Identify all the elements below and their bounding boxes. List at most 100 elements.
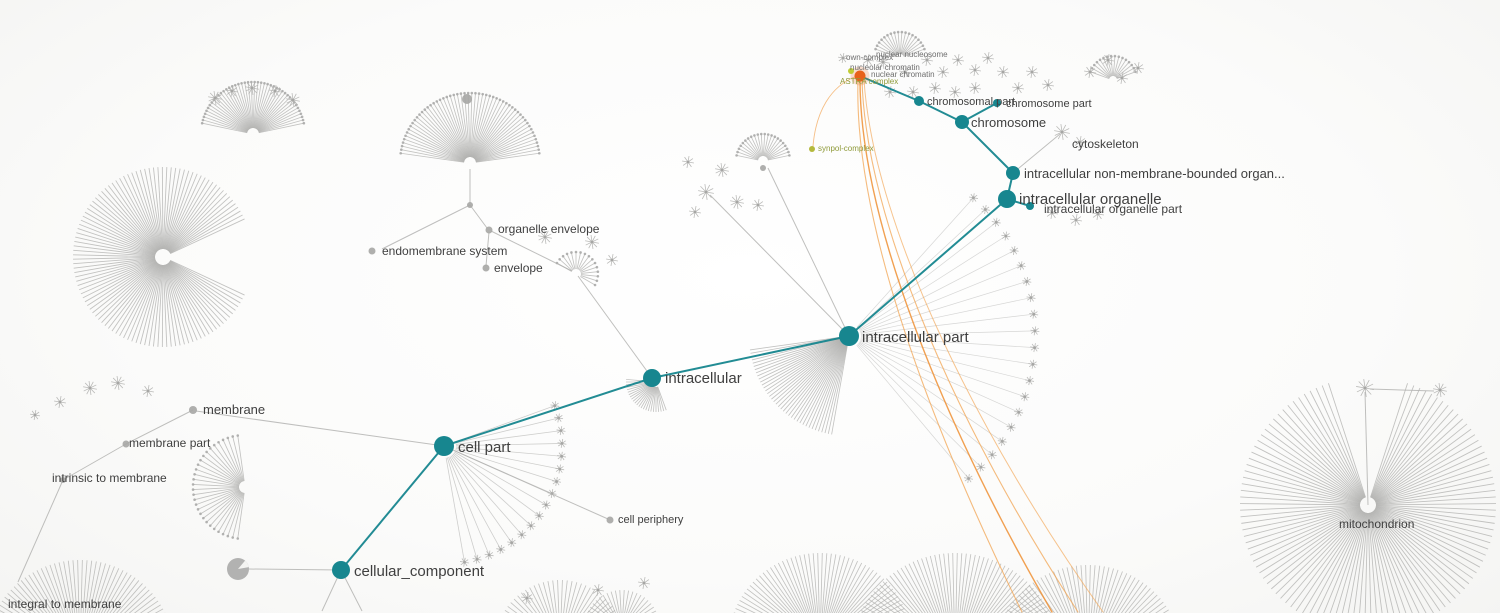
collapsed-node-star (534, 511, 544, 521)
go-term-node-non_membrane_bounded_organelle[interactable] (1006, 166, 1020, 180)
collapsed-node-star (472, 554, 482, 564)
collapsed-node-star (459, 557, 469, 567)
go-term-label[interactable]: intrinsic to membrane (52, 471, 167, 485)
go-term-label[interactable]: integral to membrane (8, 597, 122, 611)
collapsed-node-star (1074, 136, 1086, 148)
collapsed-node-star (1116, 72, 1128, 84)
go-term-label[interactable]: cytoskeleton (1072, 137, 1139, 151)
go-term-label[interactable]: own-complex (846, 53, 893, 62)
gray-edge (17, 479, 64, 583)
highlight-edge-orange (859, 79, 1053, 613)
collapsed-node-star (550, 401, 560, 411)
collapsed-node-star (1022, 276, 1032, 286)
collapsed-node-star (484, 550, 494, 560)
collapsed-node-star (899, 66, 911, 78)
gray-node (368, 247, 376, 255)
go-term-label[interactable]: intracellular non-membrane-bounded organ… (1024, 166, 1285, 181)
path-edge (918, 100, 963, 123)
accent-node[interactable] (809, 146, 815, 152)
subtree-fan (399, 91, 541, 163)
collapsed-node-star (715, 163, 729, 177)
collapsed-node-star (921, 54, 933, 66)
go-term-label[interactable]: cell periphery (618, 514, 684, 526)
collapsed-node-star (517, 530, 527, 540)
gray-node (606, 516, 614, 524)
go-term-label[interactable]: nuclear nucleosome (876, 50, 948, 59)
collapsed-node-star (682, 156, 694, 168)
subtree-fan (504, 580, 616, 613)
collapsed-node-star (752, 199, 764, 211)
collapsed-node-star (991, 217, 1001, 227)
go-term-label[interactable]: cell part (458, 439, 511, 456)
gray-edge (1369, 388, 1435, 392)
collapsed-node-star (987, 450, 997, 460)
collapsed-node-star (1029, 309, 1039, 319)
go-term-label[interactable]: nucleolar chromatin (850, 63, 920, 72)
collapsed-node-star (1009, 245, 1019, 255)
collapsed-node-star (245, 81, 259, 95)
collapsed-node-star (1028, 359, 1038, 369)
go-term-label[interactable]: endomembrane system (382, 244, 507, 258)
gray-node (60, 477, 66, 483)
go-term-label[interactable]: organelle envelope (498, 222, 600, 236)
collapsed-node-star (538, 230, 552, 244)
go-term-label[interactable]: intracellular organelle part (1044, 202, 1183, 216)
collapsed-node-star (698, 184, 714, 200)
collapsed-node-star (929, 82, 941, 94)
collapsed-node-star (730, 195, 744, 209)
collapsed-node-star (997, 66, 1009, 78)
subtree-fan (1089, 54, 1137, 80)
go-term-node-cell_part[interactable] (434, 436, 454, 456)
go-term-label[interactable]: membrane part (129, 436, 211, 450)
go-term-node-intracellular[interactable] (643, 369, 661, 387)
highlight-edge-orange (857, 79, 1023, 613)
go-term-node-chromosomal_part[interactable] (914, 96, 924, 106)
collapsed-node-star (1026, 293, 1036, 303)
go-term-node-intracellular_organelle[interactable] (998, 190, 1016, 208)
collapsed-node-star (1026, 66, 1038, 78)
gray-edge (195, 410, 445, 447)
gray-edge (125, 409, 194, 445)
subtree-fan (856, 193, 1040, 483)
collapsed-node-star (142, 385, 154, 397)
path-edge (859, 75, 920, 102)
gray-edge (709, 194, 850, 337)
go-term-node-intracellular_part[interactable] (839, 326, 859, 346)
go-term-label[interactable]: chromosome part (1006, 98, 1092, 110)
collapsed-node-star (286, 93, 300, 107)
collapsed-node-star (1102, 54, 1114, 66)
go-term-node-chromosome_part[interactable] (993, 99, 1001, 107)
collapsed-node-star (949, 86, 961, 98)
collapsed-node-star (838, 53, 848, 63)
collapsed-node-star (555, 464, 565, 474)
go-term-node-cellular_component[interactable] (332, 561, 350, 579)
go-term-node-intracellular_organelle_part[interactable] (1026, 202, 1034, 210)
go-term-label[interactable]: envelope (494, 261, 543, 275)
collapsed-node-star (557, 438, 567, 448)
go-term-label[interactable]: mitochondrion (1339, 517, 1414, 531)
go-term-label[interactable]: chromosome (971, 115, 1046, 130)
collapsed-node-star (1433, 383, 1447, 397)
node-layer (332, 66, 1034, 579)
go-term-node-chromosome[interactable] (955, 115, 969, 129)
subtree-fan (587, 590, 657, 613)
collapsed-node-star (521, 592, 533, 604)
go-term-label[interactable]: cellular_component (354, 563, 485, 580)
go-term-label[interactable]: nuclear chromatin (871, 70, 935, 79)
go-term-label[interactable]: synpol-complex (818, 144, 874, 153)
go-term-node-chromatin_hub[interactable] (854, 70, 866, 82)
go-term-label[interactable]: membrane (203, 402, 265, 417)
collapsed-node-star (952, 54, 964, 66)
highlight-edge-orange (861, 79, 1079, 613)
orange-edge-layer (812, 75, 1104, 613)
go-term-label[interactable]: intracellular part (862, 329, 970, 346)
go-term-label[interactable]: ASTRA complex (840, 77, 898, 86)
go-term-label[interactable]: chromosomal part (927, 96, 1015, 108)
accent-node[interactable] (848, 68, 854, 74)
go-term-label[interactable]: intracellular organelle (1019, 191, 1162, 208)
path-edge (651, 335, 850, 379)
subtree-fan (1007, 565, 1169, 613)
go-term-label[interactable]: intracellular (665, 370, 742, 387)
collapsed-node-star (606, 254, 618, 266)
